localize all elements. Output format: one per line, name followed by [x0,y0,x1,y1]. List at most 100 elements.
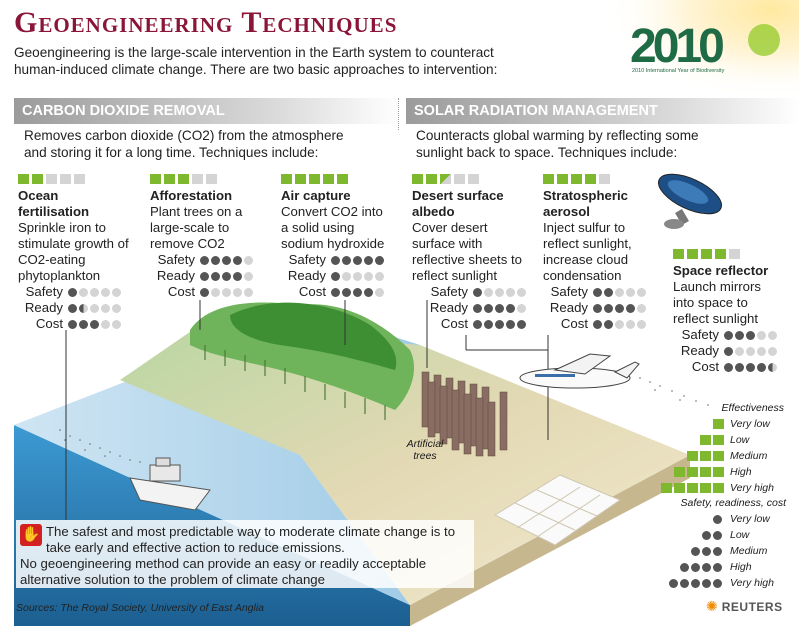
effectiveness-square [468,174,479,184]
technique-name: Stratospheric aerosol [543,188,629,219]
effectiveness-square [46,174,57,184]
effectiveness-square [713,483,724,493]
logo-caption: 2010 International Year of Biodiversity [632,68,725,74]
note-box: ✋ The safest and most predictable way to… [16,520,474,588]
plane-icon [519,353,640,389]
rating-dot [680,578,689,588]
rating-dot [691,562,700,572]
rating-cost: Cost [150,284,275,300]
rating-dot [331,255,340,265]
rating-label: Ready [287,268,326,283]
technique-name: Air capture [281,188,351,203]
effectiveness-square [701,249,712,259]
safety-legend-row: Very low [640,511,790,527]
effectiveness-square [295,174,306,184]
rating-label: Safety [430,284,468,299]
rating-readiness: Ready [150,268,275,284]
rating-dot [484,303,493,313]
rating-label: Cost [167,284,195,299]
rating-dot [331,287,340,297]
carbon-removal-heading: CARBON DIOXIDE REMOVAL [14,98,398,124]
effectiveness-square [713,467,724,477]
forest-group [190,302,415,420]
effectiveness-square [150,174,161,184]
iron-particles [59,429,141,463]
technique-description: Launch mirrors into space to reflect sun… [673,279,761,326]
sources: Sources: The Royal Society, University o… [16,602,265,614]
rating-safety: Safety [281,252,406,268]
rating-dot [735,330,744,340]
rating-label: Safety [550,284,588,299]
rating-dot [90,287,99,297]
rating-readiness: Ready [543,300,668,316]
effectiveness-square [164,174,175,184]
rating-dot [222,255,231,265]
effectiveness-square [674,483,685,493]
rating-safety: Safety [543,284,668,300]
effectiveness-square [18,174,29,184]
rating-dot [691,546,700,556]
technique-description: Inject sulfur to reflect sunlight, incre… [543,220,632,283]
rating-dot [222,271,231,281]
rating-dot [495,287,504,297]
rating-dot [593,319,602,329]
rating-readiness: Ready [18,300,148,316]
safety-legend-row: Medium [640,543,790,559]
legend-label: Very high [730,482,774,494]
legend-label: High [730,466,752,478]
rating-dot [713,546,722,556]
technique-description: Cover desert surface with reflective she… [412,220,522,283]
rating-dot [484,319,493,329]
rating-dot [517,319,526,329]
legend-label: Low [730,434,750,446]
rating-dot [112,287,121,297]
reuters-logo-icon: ✺ [706,598,718,614]
effectiveness-square [687,467,698,477]
effectiveness-square [32,174,43,184]
effectiveness-legend-row: Medium [640,448,790,464]
biodiversity-logo: 2010 2010 International Year of Biodiver… [612,0,799,100]
legend-label: Medium [730,545,768,557]
rating-cost: Cost [18,316,148,332]
rating-dot [637,287,646,297]
effectiveness-square [687,451,698,461]
technique-space-reflector: Space reflector Launch mirrors into spac… [673,249,797,375]
effectiveness-square [454,174,465,184]
legend-title: Safety, readiness, cost [680,497,786,509]
rating-dot [200,255,209,265]
effectiveness-square [700,467,711,477]
space-reflector-icon [658,173,722,229]
rating-dot [735,362,744,372]
technique-ocean-fertilisation: Ocean fertilisation Sprinkle iron to sti… [18,174,148,332]
effectiveness-square [687,483,698,493]
rating-dot [68,303,77,313]
svg-text:2010: 2010 [630,20,723,73]
rating-dot [353,271,362,281]
hand-stop-icon: ✋ [20,524,42,546]
effectiveness-squares [543,174,668,184]
rating-label: Safety [25,284,63,299]
legend-label: Medium [730,450,768,462]
technique-desert-surface-albedo: Desert surface albedo Cover desert surfa… [412,174,537,332]
reuters-brand: ✺ REUTERS [706,598,783,615]
rating-dot [768,346,777,356]
rating-label: Ready [429,300,468,315]
rating-dot [702,578,711,588]
rating-dot [101,287,110,297]
rating-dot [495,319,504,329]
rating-label: Cost [560,316,588,331]
effectiveness-square [661,483,672,493]
safety-legend-row: High [640,559,790,575]
rating-dot [615,303,624,313]
rating-safety: Safety [412,284,537,300]
rating-dot [724,330,733,340]
rating-dot [233,287,242,297]
rating-safety: Safety [673,327,797,343]
rating-dot [200,271,209,281]
rating-dot [112,303,121,313]
technique-description: Plant trees on a large-scale to remove C… [150,204,243,251]
safety-legend-row: Very high [640,575,790,591]
